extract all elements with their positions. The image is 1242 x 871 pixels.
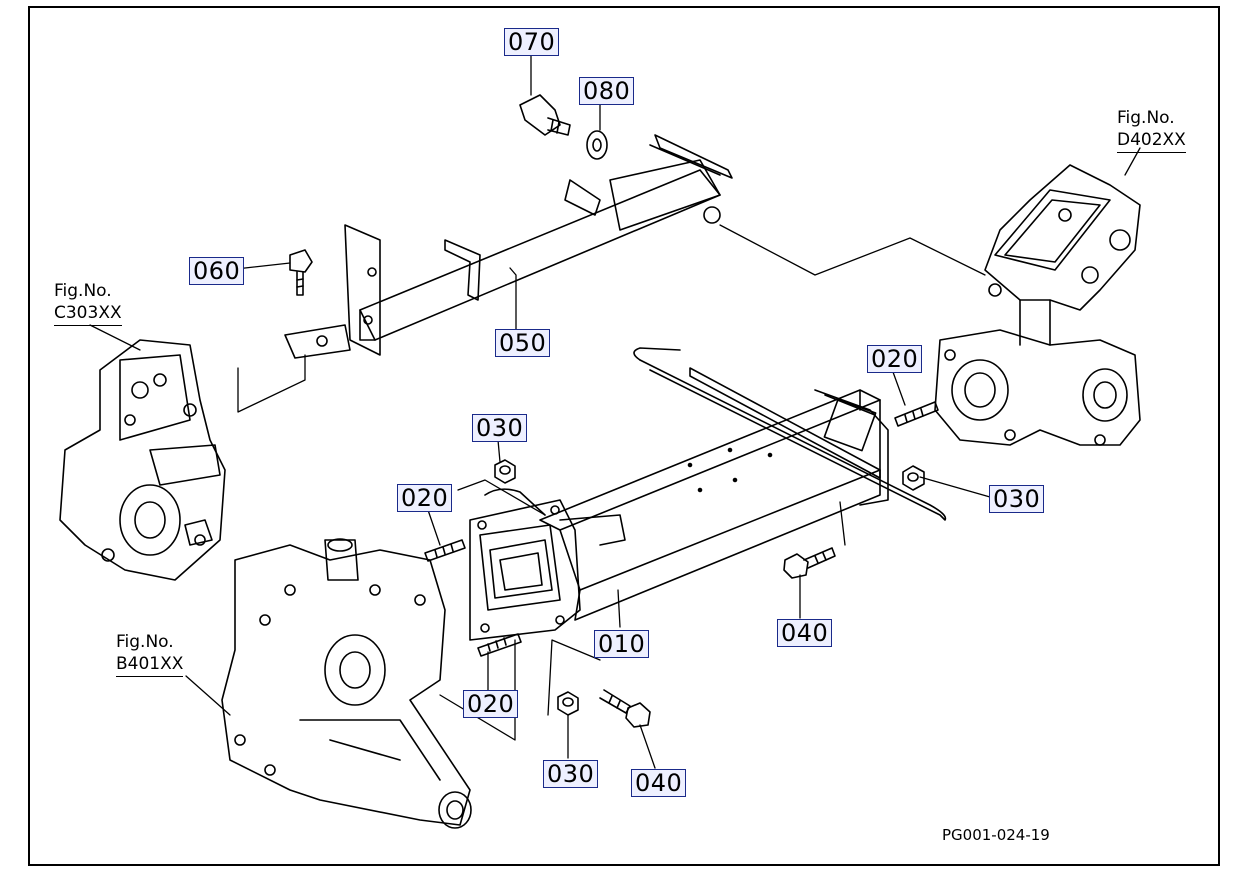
nut-030-right: [902, 465, 925, 491]
washer-080: [586, 130, 608, 160]
callout-010[interactable]: 010: [594, 630, 650, 658]
callout-020-right[interactable]: 020: [867, 345, 923, 373]
leader-lines: [89, 53, 1141, 769]
figref-b401-number: B401XX: [116, 653, 184, 677]
figref-c303: Fig.No. C303XX: [54, 280, 122, 326]
callout-040-right[interactable]: 040: [777, 619, 833, 647]
callout-070[interactable]: 070: [504, 28, 560, 56]
callout-040-bottom[interactable]: 040: [631, 769, 687, 797]
callout-030-top[interactable]: 030: [472, 414, 528, 442]
stud-020-bottom: [477, 633, 522, 657]
d402-lower-housing: [934, 299, 1141, 446]
callout-030-bottom[interactable]: 030: [543, 760, 599, 788]
callout-020-bottom[interactable]: 020: [463, 690, 519, 718]
figref-d402: Fig.No. D402XX: [1117, 107, 1186, 153]
figref-c303-number: C303XX: [54, 302, 122, 326]
nut-030-bottom: [557, 691, 579, 716]
c303-housing: [59, 339, 226, 581]
figref-d402-label: Fig.No.: [1117, 108, 1175, 128]
rear-bracket: [814, 389, 889, 506]
rear-bar: [633, 347, 947, 521]
d402-housing: [984, 164, 1141, 311]
bolt-040-bottom: [599, 689, 651, 728]
callout-030-right[interactable]: 030: [989, 485, 1045, 513]
callout-060[interactable]: 060: [189, 257, 245, 285]
stud-020-left: [424, 539, 466, 562]
page-code: PG001-024-19: [942, 826, 1050, 844]
callout-080[interactable]: 080: [579, 77, 635, 105]
front-bracket: [469, 488, 626, 641]
stud-020-right: [894, 401, 939, 427]
bolt-060: [289, 249, 313, 296]
drawing-frame: [28, 6, 1220, 866]
b401-housing: [221, 538, 472, 829]
callout-020-left[interactable]: 020: [397, 484, 453, 512]
figref-d402-number: D402XX: [1117, 129, 1186, 153]
figref-b401-label: Fig.No.: [116, 632, 174, 652]
figref-c303-label: Fig.No.: [54, 281, 112, 301]
upper-bar: [284, 134, 733, 359]
figref-b401: Fig.No. B401XX: [116, 631, 184, 677]
nut-030-top: [494, 459, 516, 484]
callout-050[interactable]: 050: [495, 329, 551, 357]
bolt-070: [519, 94, 571, 136]
bolt-040-right: [783, 547, 836, 579]
